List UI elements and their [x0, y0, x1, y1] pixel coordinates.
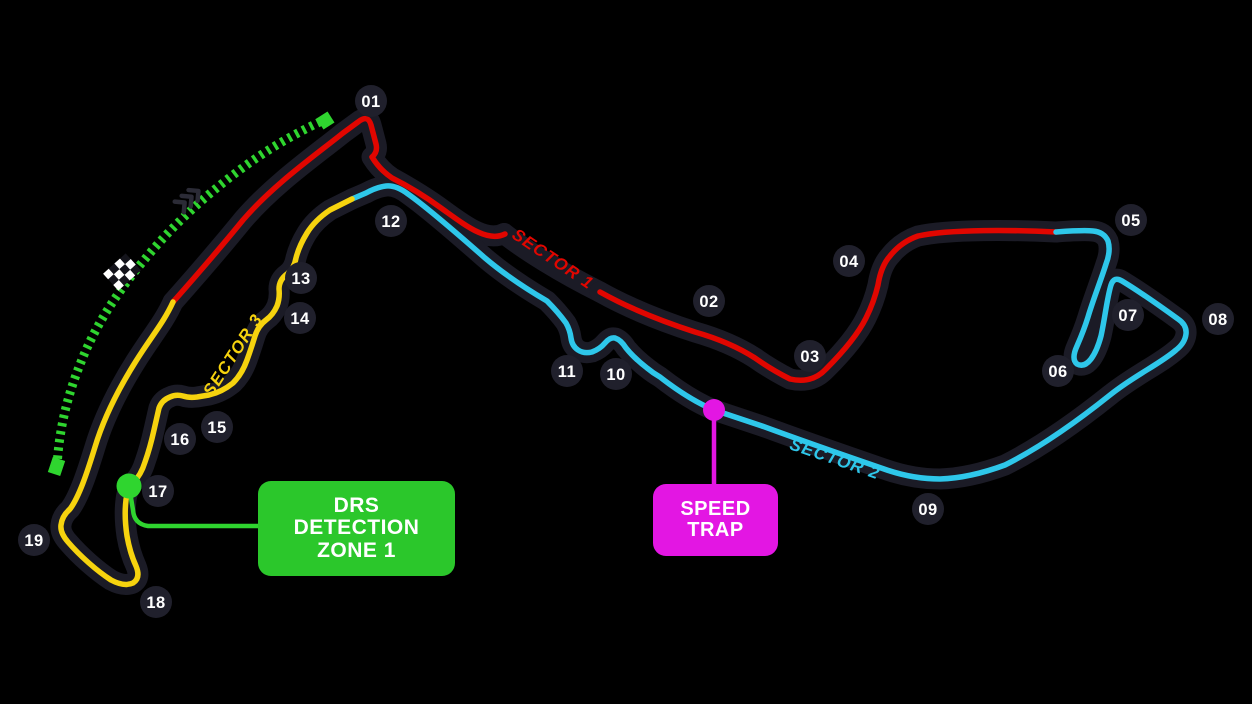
flag-cell	[114, 258, 126, 270]
track-road-segment-3	[589, 220, 1067, 391]
turn-badge-circle	[1202, 303, 1234, 335]
turn-badge-14: 14	[284, 302, 316, 334]
turn-badge-circle	[1115, 204, 1147, 236]
turn-badge-15: 15	[201, 411, 233, 443]
turn-badge-13: 13	[285, 262, 317, 294]
flag-cell	[103, 268, 114, 280]
turn-badge-17: 17	[142, 475, 174, 507]
turn-number: 07	[1118, 307, 1137, 325]
turn-number: 02	[699, 293, 718, 311]
turn-number: 04	[839, 253, 859, 271]
flag-cell	[120, 253, 131, 265]
sector-1-racing-line-a	[170, 115, 508, 305]
turn-number: 01	[361, 93, 380, 111]
sector-1-racing-line-b	[597, 227, 1059, 383]
chevron-2	[179, 193, 194, 209]
turn-badge-circle	[551, 355, 583, 387]
turn-badge-circle	[140, 586, 172, 618]
turn-number: 14	[290, 310, 310, 328]
turn-badge-circle	[1112, 299, 1144, 331]
turn-badge-circle	[285, 262, 317, 294]
drs-zone-dashed-line	[52, 114, 328, 468]
speed-trap-dot	[703, 399, 725, 421]
turn-number: 03	[800, 348, 819, 366]
flag-cell	[130, 264, 141, 276]
flag-cell	[125, 259, 136, 270]
turn-badge-circle	[142, 475, 174, 507]
turn-number: 13	[291, 270, 310, 288]
drs-zone-end-cap-bottom	[47, 456, 66, 477]
drs-callout-line-1: DRS	[333, 494, 380, 518]
turn-number: 05	[1121, 212, 1140, 230]
drs-callout-line-2: DETECTION	[293, 516, 420, 540]
sector-2-racing-line	[349, 183, 1189, 482]
drs-detection-dot	[116, 473, 142, 499]
turn-badge-circle	[201, 411, 233, 443]
turn-number: 18	[146, 594, 165, 612]
flag-cell	[108, 263, 120, 275]
turn-badge-circle	[284, 302, 316, 334]
race-direction-chevrons-icon	[172, 187, 201, 215]
drs-callout-connector	[126, 485, 258, 529]
turn-badge-05: 05	[1115, 204, 1147, 236]
speed-trap-callout-box: SPEED TRAP	[653, 484, 778, 556]
chevron-1	[172, 199, 187, 215]
speed-trap-callout-line-2: TRAP	[687, 519, 744, 541]
turn-badge-circle	[164, 423, 196, 455]
turn-badge-16: 16	[164, 423, 196, 455]
turn-number: 11	[558, 363, 576, 381]
turn-number: 19	[24, 532, 43, 550]
turn-badge-08: 08	[1202, 303, 1234, 335]
flag-cell	[118, 274, 130, 286]
turn-number: 16	[170, 431, 189, 449]
turn-number: 10	[606, 366, 625, 384]
turn-badge-circle	[18, 524, 50, 556]
flag-cell	[113, 279, 124, 291]
flag-cell	[108, 274, 119, 285]
turn-badge-07: 07	[1112, 299, 1144, 331]
drs-zone-end-cap-top	[316, 111, 335, 130]
turn-badge-19: 19	[18, 524, 50, 556]
turn-badge-04: 04	[833, 245, 865, 277]
turn-badge-circle	[912, 493, 944, 525]
turn-badge-circle	[693, 285, 725, 317]
turn-badges: 01 02 03 04 05 06 07 08 09 10 11 12 13 14 15 16 17 18 19	[18, 85, 1234, 618]
turn-number: 15	[207, 419, 226, 437]
turn-badge-12: 12	[375, 205, 407, 237]
turn-number: 06	[1048, 363, 1067, 381]
sector-3-racing-line	[58, 196, 355, 588]
turn-badge-11: 11	[551, 355, 583, 387]
turn-badge-18: 18	[140, 586, 172, 618]
chevron-3	[186, 187, 201, 204]
turn-badge-circle	[1042, 355, 1074, 387]
turn-badge-02: 02	[693, 285, 725, 317]
turn-badge-circle	[794, 340, 826, 372]
turn-badge-circle	[355, 85, 387, 117]
turn-badge-10: 10	[600, 358, 632, 390]
turn-number: 12	[381, 213, 400, 231]
turn-badge-09: 09	[912, 493, 944, 525]
flag-cell	[113, 269, 125, 280]
turn-badge-circle	[833, 245, 865, 277]
drs-detection-zone-callout-box: DRS DETECTION ZONE 1	[258, 481, 455, 576]
speed-trap-callout-line-1: SPEED	[680, 497, 751, 520]
turn-number: 09	[918, 501, 937, 519]
flag-cell	[119, 264, 131, 275]
track-road-segment-2	[493, 223, 611, 303]
turn-badge-06: 06	[1042, 355, 1074, 387]
turn-badge-03: 03	[794, 340, 826, 372]
checkered-flag-icon	[103, 253, 141, 291]
drs-callout-line-3: ZONE 1	[317, 538, 396, 562]
turn-number: 08	[1208, 311, 1227, 329]
turn-number: 17	[148, 483, 167, 501]
turn-badge-circle	[600, 358, 632, 390]
turn-badge-circle	[375, 205, 407, 237]
turn-badge-01: 01	[355, 85, 387, 117]
flag-cell	[124, 269, 136, 281]
